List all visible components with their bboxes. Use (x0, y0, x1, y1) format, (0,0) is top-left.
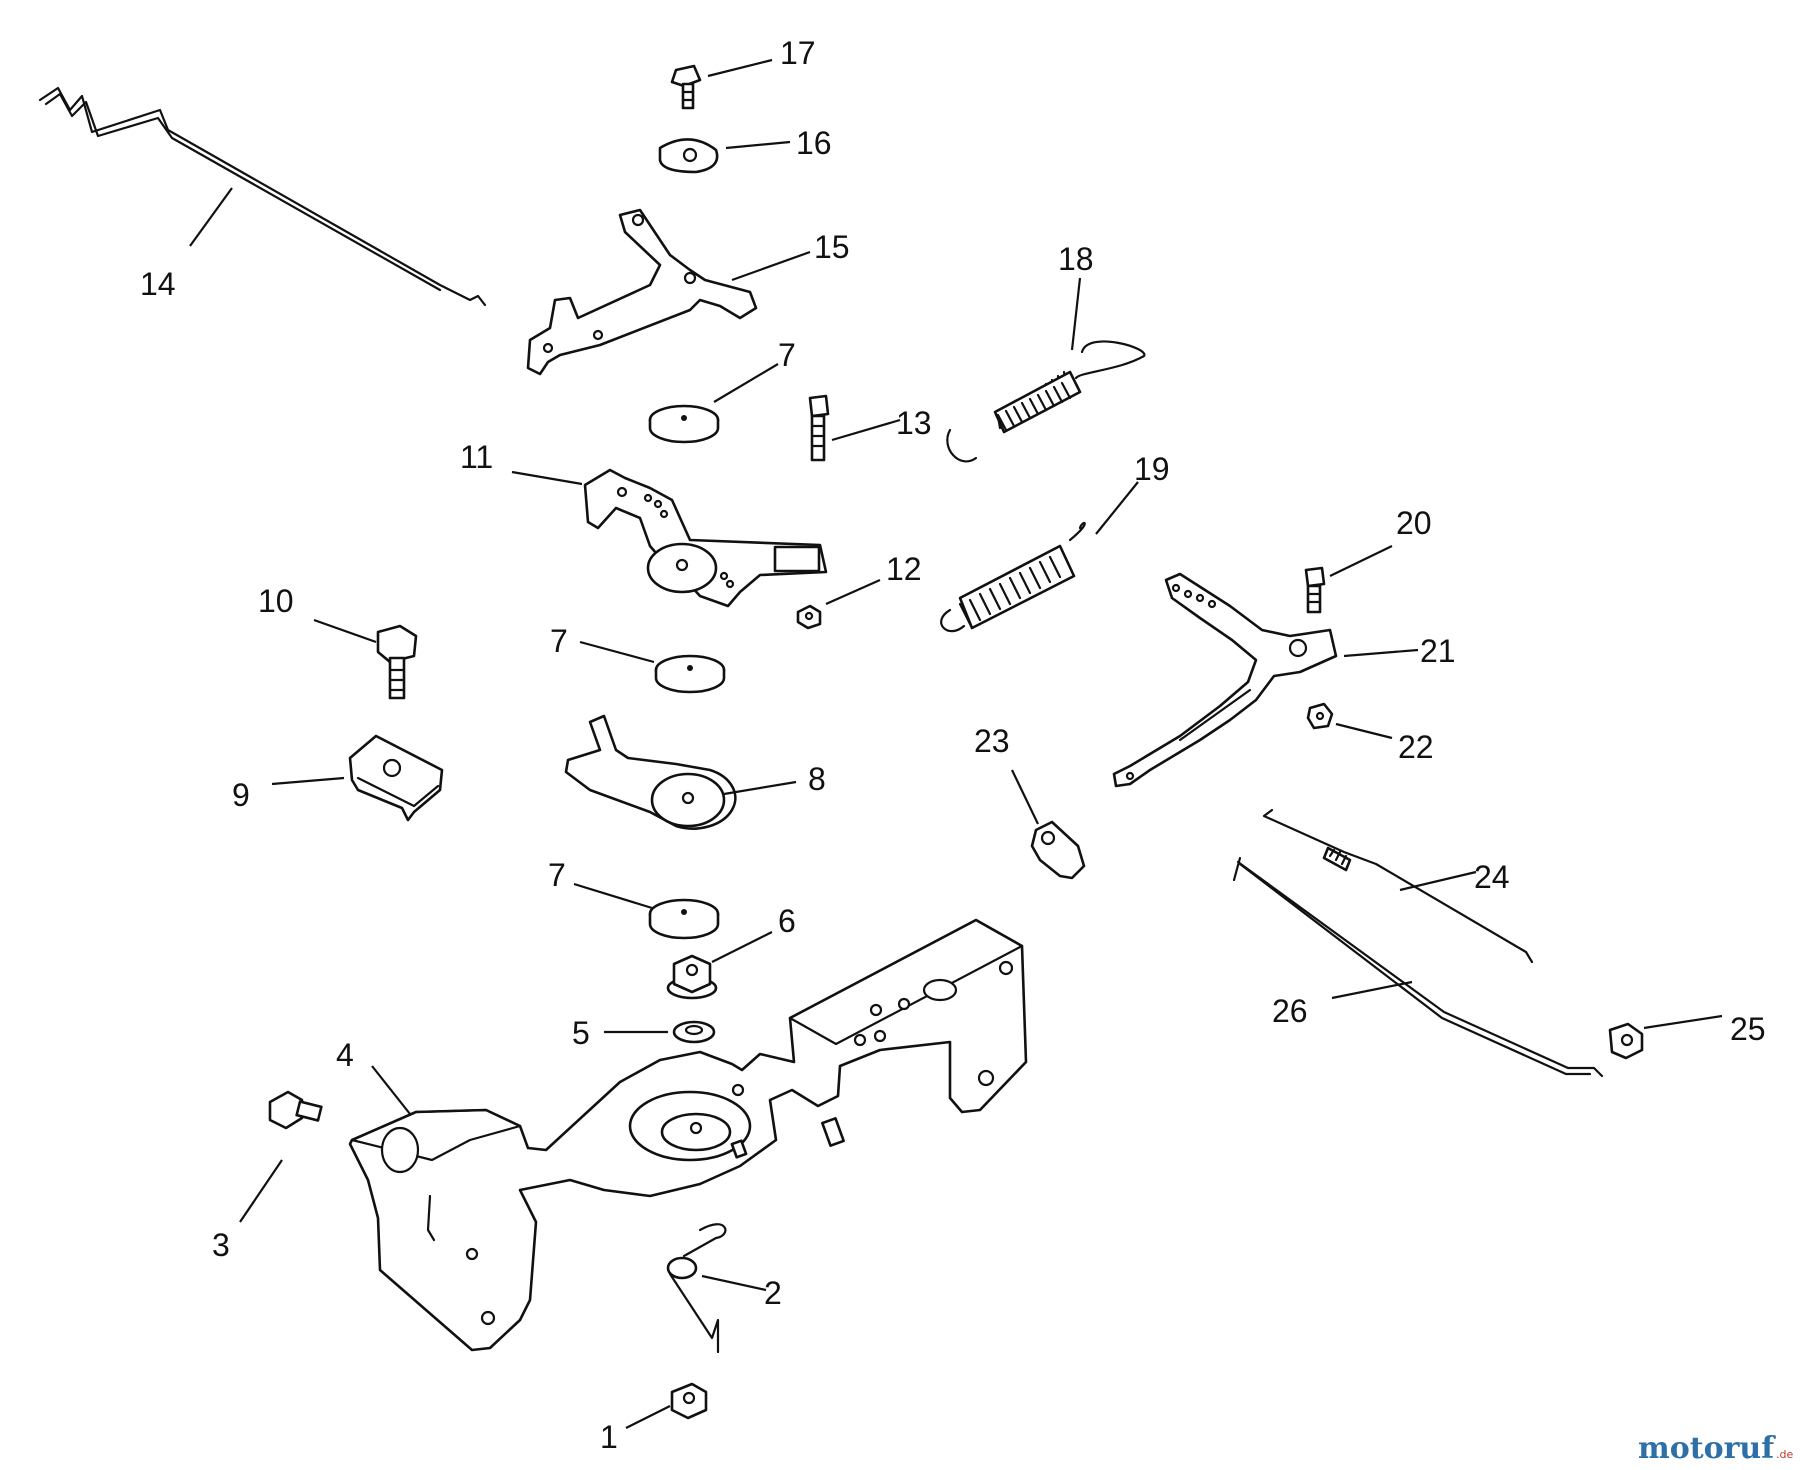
callout-14: 14 (140, 266, 176, 302)
part-3-bolt (268, 1090, 323, 1130)
part-7-washer-a (648, 404, 720, 444)
part-15-throttle-bracket (526, 208, 758, 376)
callout-12: 12 (886, 551, 922, 587)
part-24-spring-rod (1262, 808, 1534, 964)
part-4-control-bracket (348, 918, 1028, 1352)
callout-6: 6 (778, 903, 796, 939)
part-12-nut (796, 604, 822, 630)
leader-16 (725, 140, 791, 150)
part-9-cable-clamp (348, 734, 444, 822)
leader-2 (701, 1274, 767, 1292)
part-18-spring (946, 340, 1146, 463)
leader-10 (313, 618, 377, 644)
callout-18: 18 (1058, 241, 1094, 277)
callout-7a: 7 (778, 337, 796, 373)
part-2-spring (666, 1223, 727, 1354)
leader-7a (713, 363, 779, 403)
part-10-bolt (376, 624, 418, 700)
callout-9: 9 (232, 777, 250, 813)
leader-6 (711, 931, 773, 963)
callout-23: 23 (974, 723, 1010, 759)
leader-1 (625, 1405, 671, 1429)
part-6-flange-nut (666, 954, 718, 1000)
callout-11: 11 (460, 439, 493, 475)
leader-17 (707, 58, 773, 78)
leader-18 (1070, 277, 1082, 351)
callout-26: 26 (1272, 993, 1308, 1029)
part-11-governor-lever (583, 468, 828, 608)
leader-25 (1643, 1014, 1723, 1030)
leader-14 (189, 187, 233, 247)
part-23-ball-joint (1030, 820, 1086, 880)
callout-16: 16 (796, 125, 832, 161)
callout-1: 1 (600, 1419, 618, 1455)
leader-21 (1343, 648, 1419, 658)
callout-21: 21 (1420, 633, 1456, 669)
leader-23 (1011, 769, 1039, 825)
callout-7b: 7 (550, 623, 568, 659)
leader-8 (723, 780, 797, 796)
leader-26 (1331, 980, 1413, 1000)
callout-10: 10 (258, 583, 294, 619)
leader-3 (239, 1159, 283, 1223)
callout-2: 2 (764, 1275, 782, 1311)
part-22-nut (1306, 702, 1334, 730)
callout-8: 8 (808, 761, 826, 797)
part-17-bolt (670, 64, 702, 110)
part-26-choke-rod (1232, 856, 1604, 1078)
part-25-nut (1608, 1022, 1644, 1060)
part-14-governor-rod (38, 86, 487, 307)
part-7-washer-b (654, 654, 726, 694)
leader-22 (1335, 722, 1393, 740)
part-1-flange-nut (670, 1382, 708, 1420)
callout-13: 13 (896, 405, 932, 441)
callout-3: 3 (212, 1227, 230, 1263)
callout-22: 22 (1398, 729, 1434, 765)
part-21-control-lever (1112, 572, 1338, 788)
callout-15: 15 (814, 229, 850, 265)
part-5-washer (672, 1020, 716, 1044)
watermark-logo: motoruf .de (1638, 1431, 1793, 1466)
callout-20: 20 (1396, 505, 1432, 541)
watermark-name: motoruf (1638, 1431, 1776, 1466)
watermark-suffix: .de (1776, 1448, 1793, 1461)
leader-7b (579, 640, 655, 664)
part-19-spring (940, 521, 1086, 633)
leader-24 (1399, 870, 1477, 892)
leader-4 (371, 1065, 411, 1115)
part-7-washer-c (648, 898, 720, 940)
leader-20 (1329, 545, 1393, 577)
part-20-screw (1304, 566, 1326, 614)
leader-12 (825, 578, 881, 606)
callout-5: 5 (572, 1015, 590, 1051)
callout-24: 24 (1474, 859, 1510, 895)
leader-13 (831, 418, 901, 442)
callout-4: 4 (336, 1037, 354, 1073)
part-13-screw (808, 394, 830, 462)
leader-7c (573, 882, 653, 910)
leader-9 (271, 776, 345, 786)
leader-11 (511, 470, 583, 486)
callout-25: 25 (1730, 1011, 1766, 1047)
part-8-choke-lever (564, 714, 737, 830)
part-16-washer (658, 138, 719, 174)
callout-7c: 7 (548, 857, 566, 893)
callout-19: 19 (1134, 451, 1170, 487)
leader-15 (731, 250, 811, 282)
callout-17: 17 (780, 35, 816, 71)
leader-19 (1095, 481, 1139, 535)
